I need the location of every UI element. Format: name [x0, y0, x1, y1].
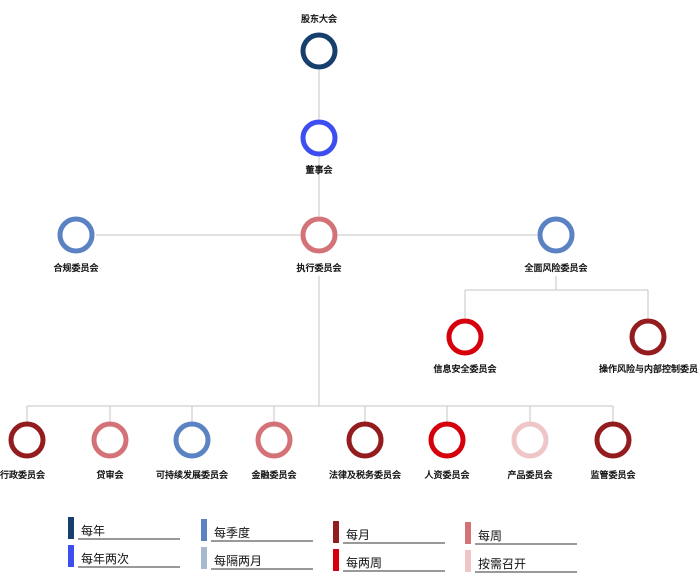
node-label: 监管委员会: [590, 469, 636, 481]
node-hr: 人资委员会: [423, 421, 470, 481]
ring-icon: [537, 216, 575, 254]
node-label: 法律及税务委员会: [329, 469, 402, 481]
legend-item-twice-yearly: 每年两次: [68, 545, 180, 568]
legend-swatch: [68, 545, 74, 567]
legend-swatch: [201, 547, 207, 569]
legend-label: 每年: [81, 523, 105, 538]
legend-swatch: [333, 521, 339, 543]
legend: 每年 每年两次 每季度 每隔两月 每月 每两周: [68, 517, 577, 573]
node-compliance: 合规委员会: [53, 216, 99, 274]
legend-item-as-needed: 按需召开: [465, 550, 577, 573]
node-supervision: 监管委员会: [590, 421, 636, 481]
node-infosec: 信息安全委员会: [433, 318, 497, 375]
node-legal: 法律及税务委员会: [329, 421, 402, 481]
ring-icon: [428, 421, 466, 459]
node-label: 执行委员会: [296, 262, 342, 274]
node-oprisk: 操作风险与内部控制委员: [599, 318, 698, 375]
legend-swatch: [465, 550, 471, 572]
node-label: 全面风险委员会: [523, 262, 588, 274]
node-label: 产品委员会: [507, 469, 553, 481]
node-admin: 行政委员会: [0, 421, 46, 481]
ring-icon: [300, 32, 338, 70]
node-executive: 执行委员会: [296, 216, 342, 274]
node-label: 股东大会: [301, 13, 338, 25]
legend-label: 每月: [346, 527, 370, 542]
legend-item-biweekly: 每两周: [333, 549, 445, 572]
node-product: 产品委员会: [507, 421, 553, 481]
connector-lines: [26, 70, 649, 422]
ring-icon: [511, 421, 549, 459]
node-label: 贷审会: [96, 469, 124, 481]
node-label: 合规委员会: [53, 262, 99, 274]
legend-swatch: [201, 519, 207, 541]
node-label: 人资委员会: [423, 469, 470, 481]
node-label: 信息安全委员会: [433, 363, 497, 375]
node-label: 董事会: [305, 164, 333, 176]
ring-icon: [346, 421, 384, 459]
legend-item-yearly: 每年: [68, 517, 180, 540]
legend-swatch: [333, 549, 339, 571]
legend-item-weekly: 每周: [465, 522, 577, 545]
node-label: 行政委员会: [0, 469, 46, 481]
node-finance: 金融委员会: [250, 421, 297, 481]
legend-swatch: [68, 517, 74, 539]
legend-label: 每隔两月: [214, 553, 262, 568]
node-loan: 贷审会: [91, 421, 129, 481]
ring-icon: [300, 216, 338, 254]
node-label: 操作风险与内部控制委员: [599, 363, 698, 375]
node-board: 董事会: [300, 119, 338, 176]
legend-swatch: [465, 522, 471, 544]
ring-icon: [255, 421, 293, 459]
node-risk: 全面风险委员会: [523, 216, 588, 274]
legend-item-quarterly: 每季度: [201, 519, 313, 542]
legend-label: 每季度: [214, 525, 250, 540]
legend-label: 每周: [478, 528, 502, 543]
node-shareholders: 股东大会: [300, 13, 338, 70]
ring-icon: [446, 318, 484, 356]
legend-label: 按需召开: [478, 557, 526, 571]
legend-label: 每年两次: [81, 551, 129, 566]
legend-item-bimonthly: 每隔两月: [201, 547, 313, 570]
ring-icon: [594, 421, 632, 459]
node-sustain: 可持续发展委员会: [156, 421, 229, 481]
ring-icon: [57, 216, 95, 254]
node-label: 金融委员会: [250, 469, 297, 481]
ring-icon: [91, 421, 129, 459]
node-label: 可持续发展委员会: [156, 469, 229, 481]
legend-label: 每两周: [346, 555, 382, 570]
ring-icon: [173, 421, 211, 459]
ring-icon: [300, 119, 338, 157]
ring-icon: [629, 318, 667, 356]
legend-item-monthly: 每月: [333, 521, 445, 544]
ring-icon: [8, 421, 46, 459]
